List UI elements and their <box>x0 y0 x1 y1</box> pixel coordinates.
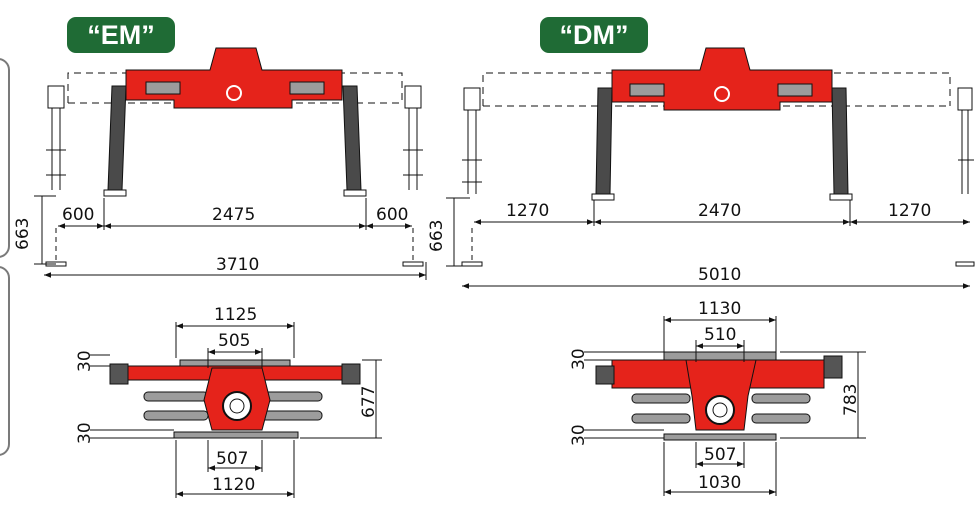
dm-top-dim-inner-bottom: 507 <box>704 445 736 465</box>
dm-top-dim-side-bottom: 30 <box>569 424 589 446</box>
em-ghost-leg-left <box>45 85 67 267</box>
em-dim-height: 663 <box>13 218 33 250</box>
em-leg-right <box>342 85 362 191</box>
dm-model-badge: “DM” <box>540 17 648 53</box>
em-dim-total: 3710 <box>216 255 259 275</box>
dm-top-dim-side-top: 30 <box>569 348 589 370</box>
dm-top-dim-bottom: 1030 <box>698 473 741 493</box>
dm-leg-left <box>595 87 613 195</box>
em-front-view <box>45 47 424 267</box>
em-model-badge: “EM” <box>67 17 175 53</box>
em-top-dim-side-bottom: 30 <box>75 422 95 444</box>
em-front-dims <box>34 195 427 280</box>
dm-leg-right <box>831 87 849 195</box>
dm-top-dims <box>584 316 866 496</box>
em-ghost-leg-right <box>402 85 424 267</box>
em-top-dims <box>90 322 382 498</box>
dm-dim-left: 1270 <box>506 201 549 221</box>
dm-top-dim-inner-top: 510 <box>704 325 736 345</box>
em-top-dim-bottom: 1120 <box>212 475 255 495</box>
em-top-dim-inner-bottom: 507 <box>216 449 248 469</box>
dm-ghost-leg-right <box>955 87 975 267</box>
em-dim-center: 2475 <box>212 205 255 225</box>
em-dim-left: 600 <box>62 205 94 225</box>
dm-front-dims <box>446 197 970 289</box>
dm-top-dim-height: 783 <box>841 384 861 416</box>
em-leg-left <box>107 85 127 191</box>
dm-top-view <box>595 351 843 441</box>
dm-front-view <box>461 47 975 267</box>
dm-ghost-leg-left <box>461 87 483 267</box>
em-top-dim-height: 677 <box>359 386 379 418</box>
em-top-view <box>109 359 361 439</box>
em-dim-right: 600 <box>376 205 408 225</box>
em-top-dim-inner-top: 505 <box>218 331 250 351</box>
dm-frame <box>611 47 833 111</box>
dm-top-dim-top: 1130 <box>698 299 741 319</box>
dm-dim-height: 663 <box>427 220 447 252</box>
dm-dim-total: 5010 <box>698 265 741 285</box>
em-top-dim-side-top: 30 <box>75 350 95 372</box>
em-top-dim-top: 1125 <box>214 305 257 325</box>
dm-dim-right: 1270 <box>888 201 931 221</box>
dm-dim-center: 2470 <box>698 201 741 221</box>
